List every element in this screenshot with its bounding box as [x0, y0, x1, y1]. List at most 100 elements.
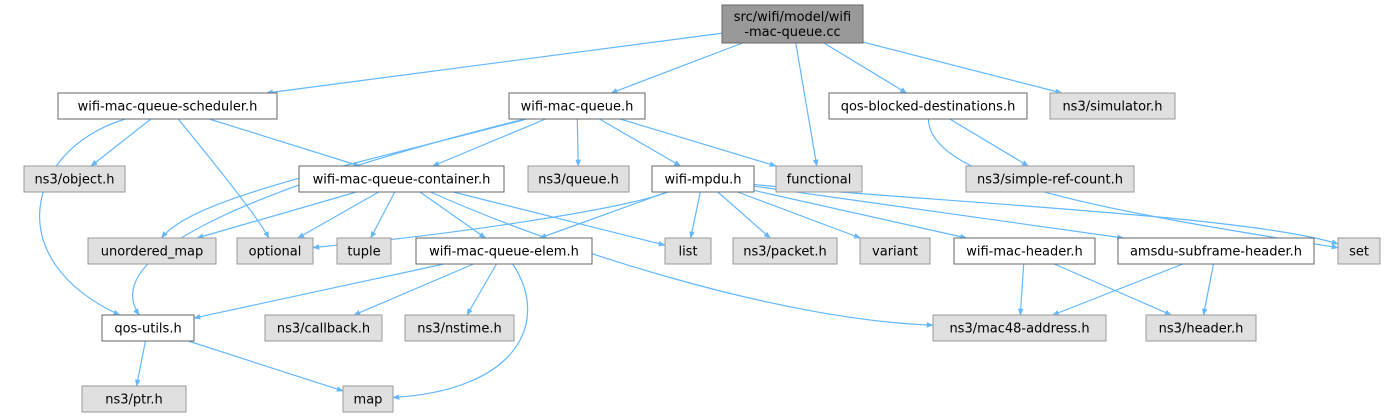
node-machdr[interactable]: wifi-mac-header.h: [953, 237, 1096, 265]
edge-queue-to-functional: [619, 118, 777, 167]
node-amsdu[interactable]: amsdu-subframe-header.h: [1117, 237, 1315, 265]
node-queue[interactable]: wifi-mac-queue.h: [508, 92, 646, 120]
node-label: ns3/callback.h: [277, 322, 370, 337]
edge-mpdu-to-elem: [539, 191, 668, 239]
edge-queue-to-container: [432, 118, 546, 167]
node-label: wifi-mac-queue-scheduler.h: [78, 100, 258, 115]
edge-root-to-functional: [795, 42, 819, 167]
node-root[interactable]: src/wifi/model/wifi-mac-queue.cc: [721, 4, 864, 44]
node-box: [859, 237, 931, 265]
edge-amsdu-to-header: [1201, 263, 1215, 316]
node-box: [298, 165, 505, 193]
edge-machdr-to-header: [1054, 263, 1172, 316]
node-label: ns3/simple-ref-count.h: [977, 173, 1123, 188]
node-ptr: ns3/ptr.h: [81, 385, 187, 413]
edge-qbd-to-srefcount: [949, 118, 1029, 167]
edge-container-to-optional: [297, 191, 379, 239]
node-label: unordered_map: [101, 245, 204, 260]
edge-root-to-sched: [265, 32, 723, 95]
node-nsqueue: ns3/queue.h: [527, 165, 630, 193]
node-label: ns3/queue.h: [538, 173, 619, 188]
edge-qosutils-to-map: [188, 340, 344, 392]
node-box: [415, 237, 593, 265]
node-sched[interactable]: wifi-mac-queue-scheduler.h: [57, 92, 278, 120]
node-box: [404, 314, 515, 342]
edge-mpdu-to-packet: [717, 191, 771, 239]
node-mpdu[interactable]: wifi-mpdu.h: [651, 165, 755, 193]
node-box: [664, 237, 712, 265]
node-container[interactable]: wifi-mac-queue-container.h: [298, 165, 505, 193]
node-box: [732, 237, 838, 265]
edge-elem-to-nstime: [466, 263, 498, 316]
node-box: [527, 165, 630, 193]
edge-sched-to-object: [90, 118, 152, 167]
edge-qosutils-to-ptr: [135, 340, 147, 387]
node-label: optional: [249, 245, 302, 260]
edge-root-to-qbd: [823, 42, 908, 94]
edge-queue-to-mpdu: [599, 118, 682, 167]
node-label: map: [354, 393, 383, 408]
node-box: [1117, 237, 1315, 265]
node-box: [721, 4, 864, 44]
node-object: ns3/object.h: [23, 165, 126, 193]
edge-root-to-sim: [862, 41, 1063, 95]
node-box: [342, 385, 394, 413]
node-elem[interactable]: wifi-mac-queue-elem.h: [415, 237, 593, 265]
edge-container-to-list: [453, 191, 666, 247]
edge-container-to-mac48: [430, 191, 934, 328]
node-box: [508, 92, 646, 120]
node-box: [236, 237, 314, 265]
node-label: list: [678, 245, 697, 260]
node-label: wifi-mac-queue-container.h: [313, 173, 491, 188]
node-box: [336, 237, 392, 265]
node-packet: ns3/packet.h: [732, 237, 838, 265]
node-box: [57, 92, 278, 120]
node-box: [965, 165, 1135, 193]
edge-elem-to-map: [392, 263, 529, 400]
edge-queue-to-qosutils: [132, 118, 525, 316]
node-label: functional: [787, 173, 852, 188]
node-box: [932, 314, 1107, 342]
node-label: set: [1349, 245, 1369, 260]
edge-container-to-elem: [419, 191, 487, 239]
edge-machdr-to-mac48: [1017, 263, 1025, 316]
edge-sched-to-container: [208, 118, 361, 167]
node-mac48: ns3/mac48-address.h: [932, 314, 1107, 342]
node-qosutils[interactable]: qos-utils.h: [101, 314, 195, 342]
edge-mpdu-to-set: [753, 183, 1339, 245]
nodes-layer: src/wifi/model/wifi-mac-queue.cc wifi-mac…: [23, 4, 1381, 413]
node-label: ns3/ptr.h: [105, 393, 163, 408]
node-label: -mac-queue.cc: [744, 25, 840, 40]
node-box: [828, 92, 1028, 120]
edge-sched-to-optional: [177, 118, 270, 239]
node-box: [101, 314, 195, 342]
node-label: variant: [872, 245, 918, 260]
node-label: ns3/mac48-address.h: [949, 322, 1089, 337]
node-sim: ns3/simulator.h: [1049, 92, 1176, 120]
node-functional: functional: [775, 165, 863, 193]
node-label: amsdu-subframe-header.h: [1130, 245, 1302, 260]
node-box: [651, 165, 755, 193]
node-box: [87, 237, 217, 265]
node-label: wifi-mpdu.h: [665, 173, 742, 188]
node-box: [81, 385, 187, 413]
edge-mpdu-to-machdr: [753, 189, 968, 240]
edge-queue-to-nsqueue: [575, 118, 581, 167]
node-umap: unordered_map: [87, 237, 217, 265]
node-srefcount: ns3/simple-ref-count.h: [965, 165, 1135, 193]
node-box: [1145, 314, 1257, 342]
node-qbd[interactable]: qos-blocked-destinations.h: [828, 92, 1028, 120]
edges-layer: [39, 32, 1339, 400]
node-label: wifi-mac-queue.h: [521, 100, 634, 115]
node-label: ns3/packet.h: [743, 245, 827, 260]
node-box: [23, 165, 126, 193]
edge-mpdu-to-amsdu: [753, 185, 1125, 240]
node-box: [953, 237, 1096, 265]
node-box: [1337, 237, 1381, 265]
node-box: [775, 165, 863, 193]
node-label: ns3/object.h: [34, 173, 114, 188]
node-list: list: [664, 237, 712, 265]
edge-container-to-umap: [196, 191, 357, 239]
node-map: map: [342, 385, 394, 413]
node-label: wifi-mac-queue-elem.h: [429, 245, 579, 260]
